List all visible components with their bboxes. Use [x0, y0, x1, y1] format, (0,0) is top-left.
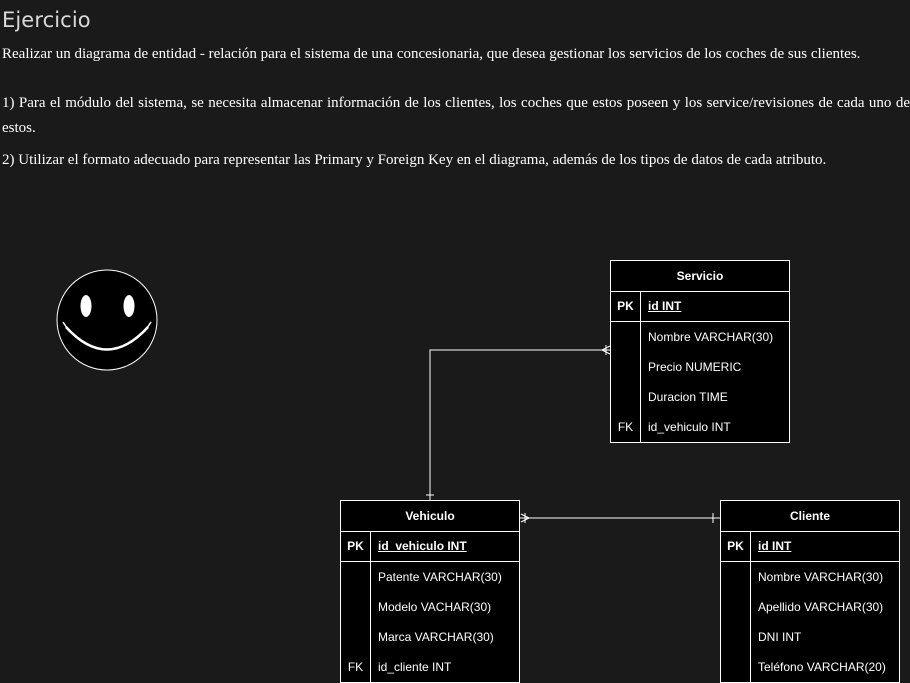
attribute-label: id_vehiculo INT: [648, 420, 731, 434]
entity-row: DNI INT: [721, 622, 899, 652]
entity-servicio: Servicio PK id INT Nombre VARCHAR(30) Pr…: [610, 260, 790, 443]
relationship-vehiculo-servicio: [426, 345, 611, 500]
entity-title: Servicio: [611, 261, 789, 292]
key-label: PK: [341, 532, 371, 561]
entity-row: Apellido VARCHAR(30): [721, 592, 899, 622]
entity-row: FK id_cliente INT: [341, 652, 519, 682]
key-label: PK: [721, 532, 751, 561]
entity-title: Cliente: [721, 501, 899, 532]
attribute-label: DNI INT: [758, 630, 802, 644]
key-label: [721, 652, 751, 682]
key-label: [721, 622, 751, 652]
page-title: Ejercicio: [2, 8, 91, 32]
entity-row-pk: PK id INT: [611, 292, 789, 322]
attribute-label: Marca VARCHAR(30): [378, 630, 494, 644]
attribute-label: id INT: [648, 299, 682, 313]
key-label: [611, 352, 641, 382]
entity-row-pk: PK id INT: [721, 532, 899, 562]
attribute-label: Teléfono VARCHAR(20): [758, 660, 886, 674]
entity-title: Vehiculo: [341, 501, 519, 532]
key-label: [611, 382, 641, 412]
attribute-label: id_cliente INT: [378, 660, 452, 674]
attribute-label: Apellido VARCHAR(30): [758, 600, 884, 614]
smiley-face-icon: [56, 269, 158, 371]
attribute-label: Nombre VARCHAR(30): [648, 330, 774, 344]
entity-vehiculo: Vehiculo PK id_vehiculo INT Patente VARC…: [340, 500, 520, 683]
entity-row: Nombre VARCHAR(30): [721, 562, 899, 592]
attribute-label: Patente VARCHAR(30): [378, 570, 502, 584]
entity-row: Nombre VARCHAR(30): [611, 322, 789, 352]
entity-row: Duracion TIME: [611, 382, 789, 412]
point-2-text: 2) Utilizar el formato adecuado para rep…: [2, 152, 827, 168]
entity-row: Marca VARCHAR(30): [341, 622, 519, 652]
key-label: [341, 622, 371, 652]
entity-row: Patente VARCHAR(30): [341, 562, 519, 592]
key-label: [721, 592, 751, 622]
attribute-label: Nombre VARCHAR(30): [758, 570, 884, 584]
key-label: [341, 562, 371, 592]
entity-row: Precio NUMERIC: [611, 352, 789, 382]
entity-row-pk: PK id_vehiculo INT: [341, 532, 519, 562]
key-label: [611, 322, 641, 352]
intro-text: Realizar un diagrama de entidad - relaci…: [2, 46, 861, 62]
key-label: [721, 562, 751, 592]
key-label: PK: [611, 292, 641, 321]
entity-row: Modelo VACHAR(30): [341, 592, 519, 622]
point-1-text: 1) Para el módulo del sistema, se necesi…: [2, 95, 910, 136]
key-label: FK: [341, 652, 371, 682]
attribute-label: Modelo VACHAR(30): [378, 600, 492, 614]
attribute-label: Duracion TIME: [648, 390, 728, 404]
key-label: FK: [611, 412, 641, 442]
attribute-label: id_vehiculo INT: [378, 539, 467, 553]
entity-cliente: Cliente PK id INT Nombre VARCHAR(30) Ape…: [720, 500, 900, 683]
entity-row: Teléfono VARCHAR(20): [721, 652, 899, 682]
key-label: [341, 592, 371, 622]
attribute-label: id INT: [758, 539, 792, 553]
entity-row: FK id_vehiculo INT: [611, 412, 789, 442]
attribute-label: Precio NUMERIC: [648, 360, 742, 374]
relationship-vehiculo-cliente: [520, 513, 720, 523]
